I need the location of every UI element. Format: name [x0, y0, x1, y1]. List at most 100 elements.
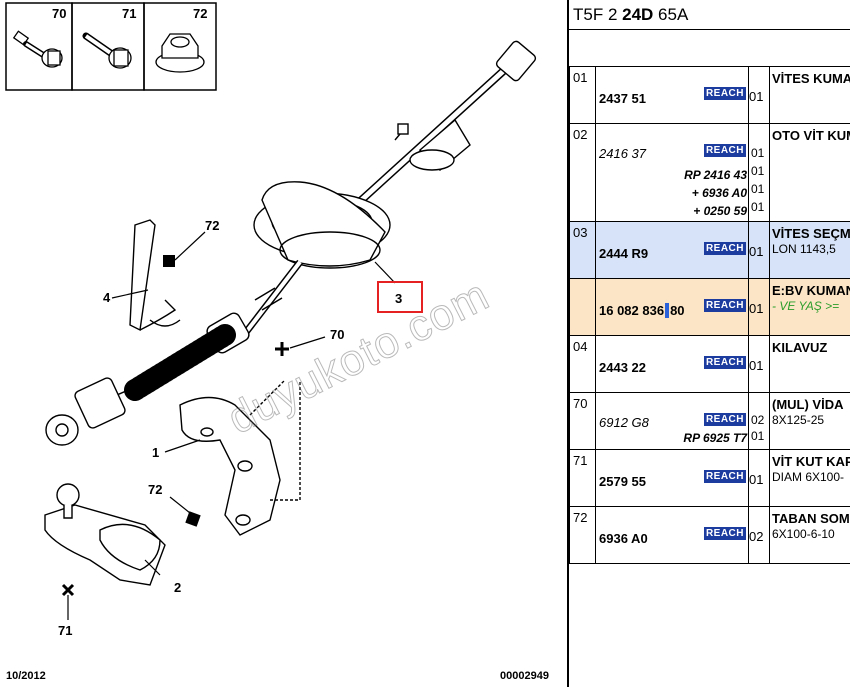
quantity: 02 — [751, 413, 765, 427]
title-separator — [569, 29, 850, 30]
screw-icon — [82, 32, 132, 69]
part-description: OTO VİT KUMANDA — [772, 128, 850, 143]
reach-badge: REACH — [703, 144, 746, 157]
callout-72-socket[interactable]: 72 — [148, 482, 162, 497]
clip-part — [129, 219, 181, 332]
row-number: 01 — [569, 66, 596, 124]
callout-4[interactable]: 4 — [103, 290, 111, 305]
part-number[interactable]: 2444 R9 — [599, 246, 649, 261]
replacement-part[interactable]: + 6936 A0 — [691, 186, 747, 200]
ref-bold: 24D — [622, 5, 654, 24]
row-number — [569, 278, 596, 336]
replacement-part[interactable]: + 0250 59 — [693, 204, 747, 218]
quantity: 01 — [748, 449, 770, 507]
reach-badge: REACH — [703, 356, 746, 369]
reach-badge: REACH — [703, 242, 746, 255]
quantity: 01 — [751, 182, 765, 196]
quantity: 01 — [748, 66, 770, 124]
panel-divider — [567, 0, 569, 687]
part-number[interactable]: 6936 A0 — [599, 531, 648, 546]
bolt-icon — [12, 30, 63, 68]
reach-badge: REACH — [703, 413, 746, 426]
callout-1[interactable]: 1 — [152, 445, 159, 460]
replacement-part[interactable]: RP 2416 43 — [684, 168, 747, 182]
thumbnail-label-72: 72 — [193, 6, 207, 21]
parts-table: 01 2437 51 REACH 01 VİTES KUMANDA 02 2416… — [569, 66, 850, 564]
part-number[interactable]: 16 082 836 80 — [599, 303, 685, 318]
gear-shift-exploded-diagram: 70 71 72 — [5, 2, 537, 638]
part-number[interactable]: 2437 51 — [599, 91, 646, 106]
part-number-b: 80 — [670, 303, 685, 318]
part-number[interactable]: 2443 22 — [599, 360, 646, 375]
reach-badge: REACH — [703, 299, 746, 312]
thumbnail-box-72[interactable] — [143, 2, 217, 91]
thumbnail-row — [5, 2, 217, 91]
table-row[interactable]: 71 2579 55 REACH 01 VİT KUT KAPAKDIAM 6X1… — [569, 449, 850, 507]
reach-badge: REACH — [703, 527, 746, 540]
ref-prefix: T5F 2 — [573, 5, 623, 24]
table-row[interactable]: 01 2437 51 REACH 01 VİTES KUMANDA — [569, 66, 850, 124]
reach-badge: REACH — [703, 470, 746, 483]
thumbnail-label-70: 70 — [52, 6, 66, 21]
quantity: 01 — [751, 200, 765, 214]
part-detail: LON 1143,5 — [772, 242, 836, 256]
part-description: VİTES SEÇME — [772, 226, 850, 241]
ref-suffix: 65A — [653, 5, 689, 24]
part-description: KILAVUZ — [772, 340, 828, 355]
part-detail: DIAM 6X100- — [772, 470, 845, 484]
quantity: 01 — [751, 429, 765, 443]
part-detail: 8X125-25 — [772, 413, 825, 427]
row-number: 04 — [569, 335, 596, 393]
callout-3-highlight[interactable] — [377, 281, 423, 313]
part-number[interactable]: 2579 55 — [599, 474, 646, 489]
nut-icon — [155, 33, 205, 73]
diagram-id: 00002949 — [500, 670, 549, 682]
part-number[interactable]: 6912 G8 — [599, 415, 649, 430]
reach-badge: REACH — [703, 87, 746, 100]
table-row[interactable]: 70 6912 G8 REACH RP 6925 T7 02 01 (MUL) … — [569, 392, 850, 450]
part-description: VİTES KUMANDA — [772, 71, 850, 86]
nut-marker — [163, 255, 175, 267]
ball-socket-part — [44, 483, 166, 586]
part-description: (MUL) VİDA — [772, 397, 844, 412]
text-cursor — [665, 303, 670, 318]
nut-marker — [185, 511, 201, 527]
row-number: 70 — [569, 392, 596, 450]
row-number: 03 — [569, 221, 596, 279]
quantity: 01 — [748, 278, 770, 336]
part-number-a: 16 082 836 — [599, 303, 665, 318]
quantity: 01 — [748, 335, 770, 393]
screw-marker — [61, 583, 75, 597]
row-number: 72 — [569, 506, 596, 564]
table-row[interactable]: 03 2444 R9 REACH 01 VİTES SEÇMELON 1143,5 — [569, 221, 850, 279]
quantity: 01 — [751, 146, 765, 160]
bracket-part — [179, 379, 301, 536]
part-detail: - VE YAŞ >= — [772, 299, 840, 313]
callout-3[interactable]: 3 — [395, 291, 402, 306]
bolt-marker — [275, 342, 289, 356]
diagram-date: 10/2012 — [6, 670, 46, 682]
part-detail: 6X100-6-10 — [772, 527, 835, 541]
callout-70[interactable]: 70 — [330, 327, 344, 342]
callout-2[interactable]: 2 — [174, 580, 181, 595]
leader-lines — [67, 231, 396, 620]
quantity: 01 — [751, 164, 765, 178]
replacement-part[interactable]: RP 6925 T7 — [683, 431, 747, 445]
part-number[interactable]: 2416 37 — [599, 146, 646, 161]
reference-title: T5F 2 24D 65A — [573, 5, 688, 25]
callout-72-clip[interactable]: 72 — [205, 218, 219, 233]
part-description: TABAN SOMUN — [772, 511, 850, 526]
part-description: E:BV KUMANDA — [772, 283, 850, 298]
part-description: VİT KUT KAPAK — [772, 454, 850, 469]
parts-list-panel: T5F 2 24D 65A 01 2437 51 REACH 01 VİTES K… — [569, 0, 850, 687]
table-row[interactable]: 02 2416 37 REACH RP 2416 43 + 6936 A0 + … — [569, 123, 850, 222]
thumbnail-label-71: 71 — [122, 6, 136, 21]
table-row[interactable]: 04 2443 22 REACH 01 KILAVUZ — [569, 335, 850, 393]
row-number: 71 — [569, 449, 596, 507]
gear-lever-assembly — [45, 40, 537, 446]
quantity: 01 — [748, 221, 770, 279]
table-row-selected[interactable]: 16 082 836 80 REACH 01 E:BV KUMANDA- VE YA… — [569, 278, 850, 336]
row-number: 02 — [569, 123, 596, 222]
callout-71[interactable]: 71 — [58, 623, 72, 638]
